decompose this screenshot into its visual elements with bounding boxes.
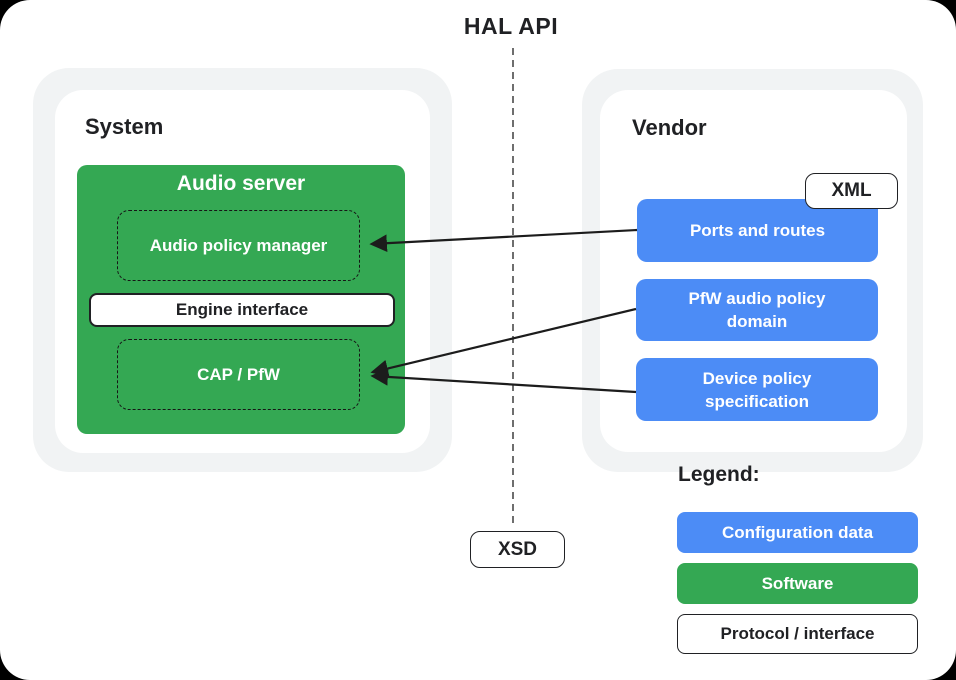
cap-pfw-box: CAP / PfW — [117, 339, 360, 410]
audio-policy-manager-box: Audio policy manager — [117, 210, 360, 281]
legend-item-software: Software — [677, 563, 918, 604]
xml-badge: XML — [805, 173, 898, 209]
device-policy-specification-box: Device policy specification — [636, 358, 878, 421]
ports-and-routes-box: Ports and routes — [637, 199, 878, 262]
xsd-badge: XSD — [470, 531, 565, 568]
engine-interface-box: Engine interface — [89, 293, 395, 327]
vendor-label: Vendor — [632, 115, 707, 140]
pfw-audio-policy-domain-box: PfW audio policy domain — [636, 279, 878, 341]
audio-server-title: Audio server — [176, 172, 306, 195]
legend-title: Legend: — [678, 463, 760, 486]
hal-api-title: HAL API — [463, 13, 559, 39]
legend-item-configuration-data: Configuration data — [677, 512, 918, 553]
system-label: System — [85, 114, 164, 139]
legend-item-protocol-interface: Protocol / interface — [677, 614, 918, 654]
